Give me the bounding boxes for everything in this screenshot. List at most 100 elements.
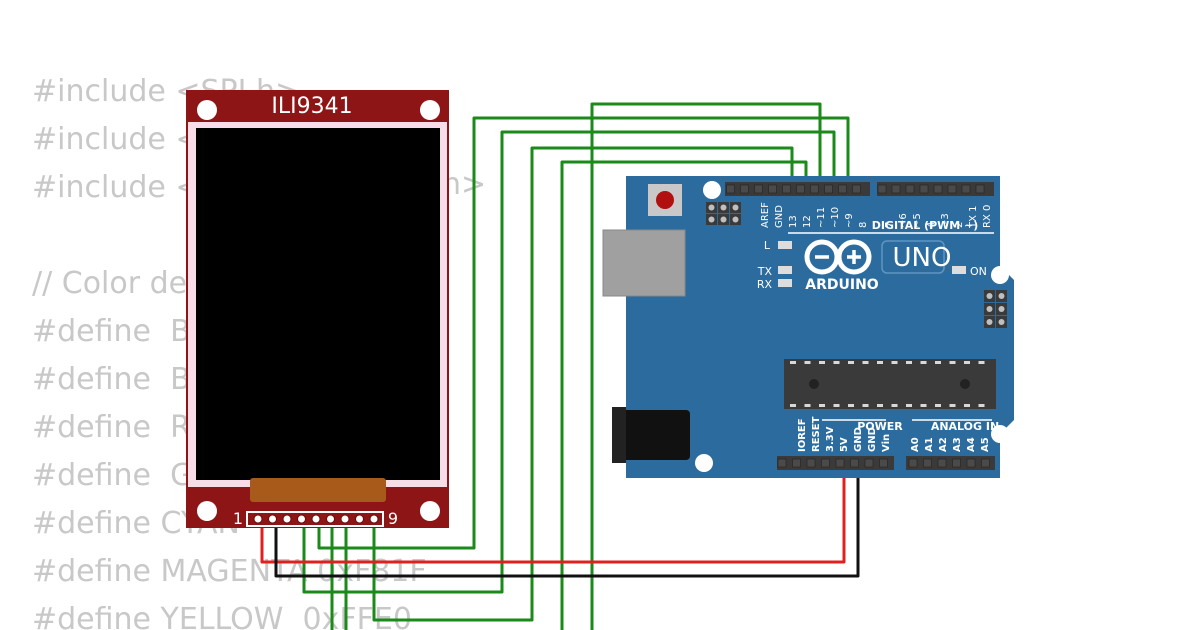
display-pins: [253, 514, 379, 524]
pin-label: ~5: [912, 213, 923, 228]
analog-label: ANALOG IN: [931, 420, 999, 433]
display-screen: [196, 128, 440, 480]
display-pin: [369, 514, 379, 524]
header-pin: [877, 184, 887, 194]
header-pin: [966, 458, 976, 468]
icsp-pin: [732, 216, 739, 223]
chip-pin: [978, 404, 985, 407]
mounting-hole: [991, 425, 1009, 443]
pin-label: 3.3V: [825, 426, 836, 452]
header-pin: [923, 458, 932, 468]
header-pin: [852, 184, 861, 194]
wire-power[interactable]: [260, 465, 846, 564]
display-pin: [282, 514, 292, 524]
chip-pin: [833, 404, 840, 407]
icsp-header: [984, 290, 1007, 328]
pin-label: ~10: [830, 207, 841, 228]
arduino-logo-icon: [804, 239, 872, 275]
model-label: UNO: [893, 243, 952, 273]
chip-pin: [920, 404, 927, 407]
icsp-pin: [708, 216, 715, 223]
chip-pin: [819, 404, 825, 407]
led-label-rx: RX: [757, 278, 773, 291]
icsp-pin: [998, 306, 1005, 312]
chip-pin: [978, 361, 985, 364]
display-pin: [326, 514, 335, 524]
digital-header-label: DIGITAL (PWM ~): [872, 219, 979, 232]
wire-ground[interactable]: [274, 465, 860, 578]
mounting-hole: [197, 100, 217, 120]
wires: [260, 102, 860, 630]
wire-signal[interactable]: [302, 130, 836, 594]
chip-pin: [877, 361, 883, 364]
wire-signal[interactable]: [372, 146, 794, 622]
ili9341-display[interactable]: ILI9341 1 9: [186, 90, 449, 528]
pin-label: Vin: [881, 434, 892, 452]
header-pin: [754, 184, 763, 194]
header-pin: [782, 184, 791, 194]
chip-pin: [935, 361, 941, 364]
reset-button-cap[interactable]: [656, 191, 674, 209]
pin-label: ~3: [940, 213, 951, 228]
mounting-hole: [991, 266, 1009, 284]
mounting-hole: [420, 100, 440, 120]
icsp-header: [706, 202, 741, 225]
power-jack: [614, 410, 690, 460]
uno-badge-border: [881, 240, 945, 274]
digital-header: [725, 182, 994, 196]
power-label: POWER: [857, 420, 903, 433]
power-jack-front: [612, 407, 626, 463]
icsp-pin: [708, 204, 715, 211]
icsp-pin: [732, 204, 739, 211]
pin-label: ~9: [844, 213, 855, 228]
display-pin: [311, 514, 321, 524]
code-fragment: h>: [442, 167, 486, 202]
wire-signal[interactable]: [317, 116, 850, 550]
pin-label: RX 0: [982, 205, 993, 228]
pin-label: ~6: [898, 213, 909, 228]
header-pin: [821, 458, 830, 468]
power-analog-header: [777, 456, 995, 470]
icsp-pin: [986, 306, 993, 312]
chip-pin: [906, 404, 912, 407]
code-line: #define B: [32, 314, 191, 349]
icsp-pin: [986, 293, 993, 299]
chip-pin: [949, 404, 956, 407]
pin-label: TX 1: [968, 206, 979, 230]
header-pin: [919, 184, 929, 194]
pin-label: 13: [788, 215, 799, 228]
usb-connector: [602, 229, 686, 297]
icsp-pin: [720, 204, 727, 211]
pin-label: ~11: [816, 207, 827, 228]
chip-pin: [790, 404, 796, 407]
header-pin: [864, 458, 874, 468]
display-pin: [268, 514, 277, 524]
code-line: #define MAGENTA 0xF81F: [32, 554, 427, 589]
wire-signal[interactable]: [590, 102, 822, 630]
header-pin: [905, 184, 915, 194]
pin-label: GND: [867, 427, 878, 452]
led-tx: [778, 266, 792, 274]
wire-signal[interactable]: [560, 160, 808, 630]
header-pin: [796, 184, 805, 194]
chip-pin: [891, 361, 898, 364]
chip-pin: [891, 404, 898, 407]
chip-pin: [964, 404, 970, 407]
header-pin: [961, 184, 971, 194]
header-pin: [810, 184, 819, 194]
led-on: [952, 266, 966, 274]
pin-label: A1: [924, 437, 935, 452]
pin-label: 2: [954, 222, 965, 228]
pin-label: A3: [952, 437, 963, 452]
chip-pins: [790, 361, 985, 407]
chip-pin: [804, 404, 811, 407]
pin-label: A4: [966, 437, 977, 452]
header-pin: [850, 458, 859, 468]
header-pin: [937, 458, 947, 468]
header-pin: [879, 458, 888, 468]
header-pin: [891, 184, 901, 194]
chip-pin: [862, 361, 869, 364]
